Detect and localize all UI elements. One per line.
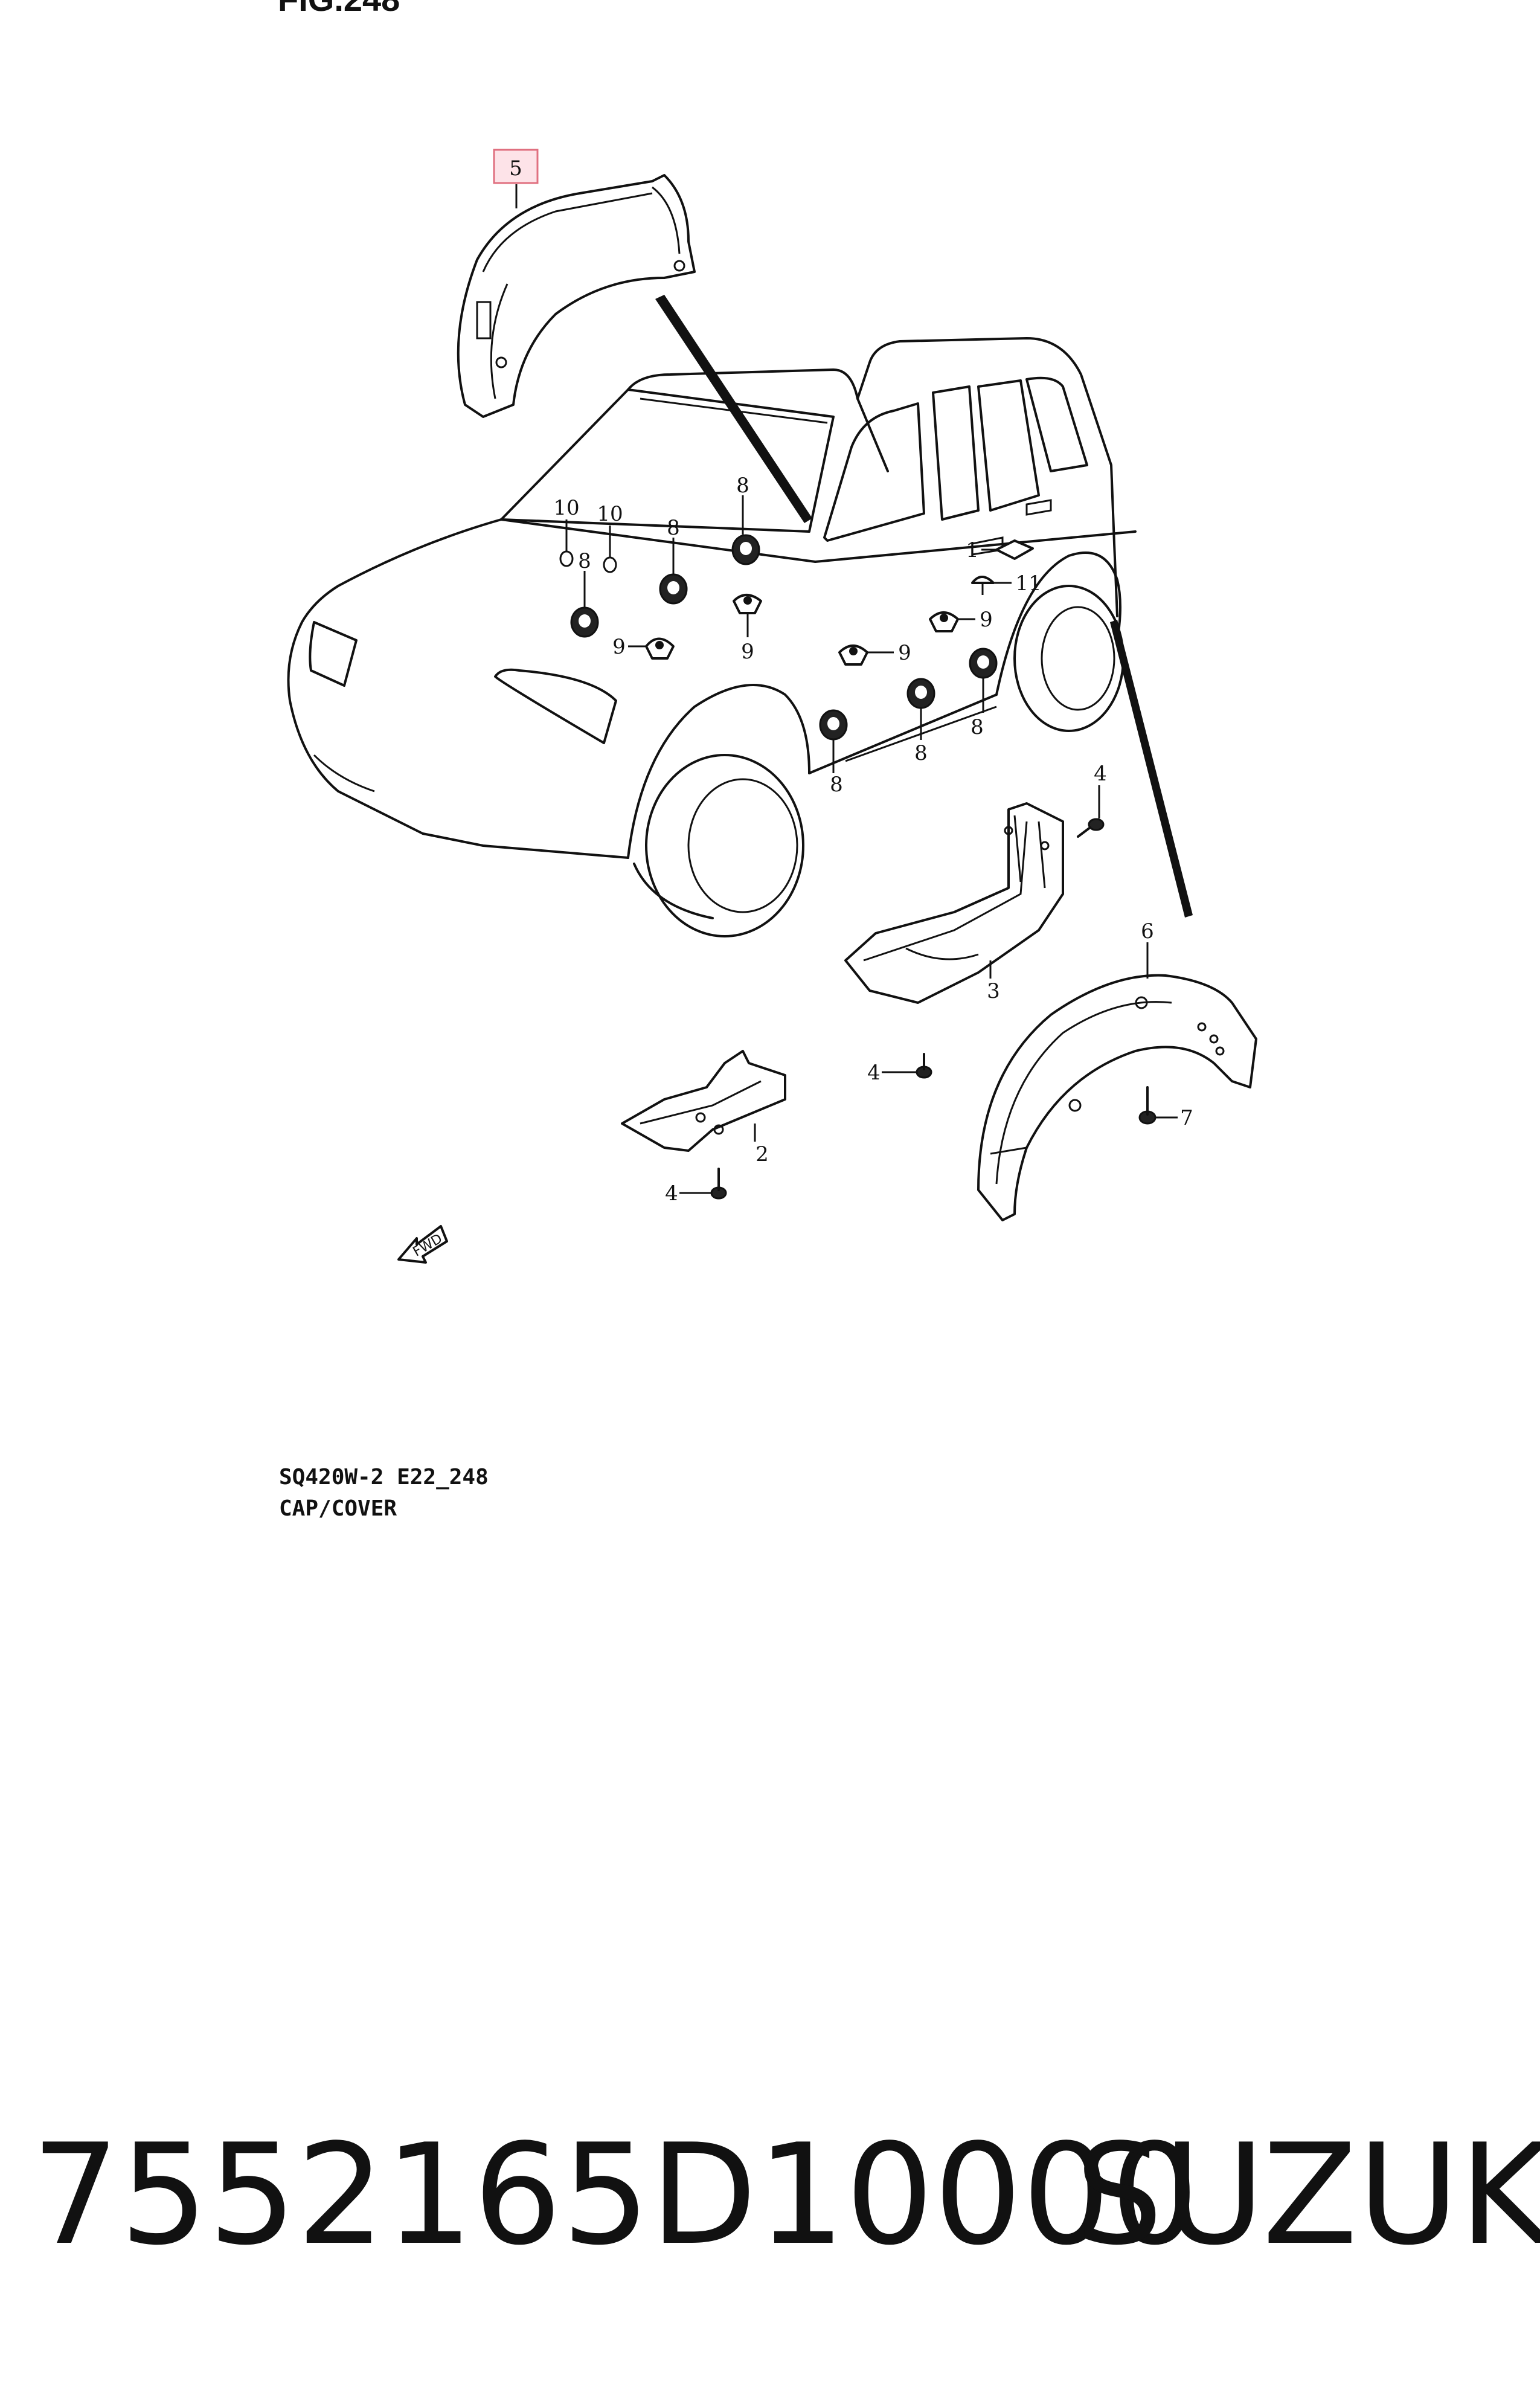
- callout-7: 7: [1180, 1106, 1193, 1130]
- diagram-category: CAP/COVER: [279, 1496, 397, 1521]
- part-5-front-fender-liner: [457, 174, 696, 418]
- callout-2: 2: [756, 1142, 769, 1166]
- grommet-8d: [969, 648, 998, 679]
- clip-9d: [929, 611, 959, 632]
- exploded-view: FWD: [287, 149, 1257, 1264]
- ring-10b: [603, 556, 617, 573]
- grommet-8f: [819, 709, 848, 741]
- callout-9a: 9: [612, 635, 626, 659]
- screw-4a: [1077, 818, 1105, 838]
- callout-4c: 4: [665, 1182, 678, 1206]
- footer-band: [0, 1993, 1540, 2392]
- clip-9b: [733, 594, 762, 614]
- callout-4b: 4: [867, 1061, 881, 1085]
- part-6-rear-fender-liner: [977, 974, 1257, 1221]
- brand-name: SUZUKI: [1075, 2115, 1540, 2276]
- figure-title: FIG.248: [278, 0, 400, 19]
- parts-diagram: FIG.248: [278, 0, 1257, 1521]
- callout-5: 5: [509, 156, 522, 181]
- grommet-8c: [570, 606, 599, 638]
- callout-leaders: [515, 184, 1178, 1194]
- callout-8a: 8: [736, 474, 749, 498]
- fasteners: [559, 534, 1157, 1200]
- callout-9c: 9: [898, 641, 911, 665]
- callout-11: 11: [1015, 571, 1041, 596]
- clip-9c: [838, 645, 868, 666]
- callout-labels: 5 8 8 8 10 10 9 9 9 9 8 8 8 1 11 4 4 4 7…: [493, 149, 1193, 1206]
- grommet-8b: [659, 573, 688, 605]
- screw-4c: [710, 1168, 727, 1200]
- callout-8d: 8: [971, 715, 984, 739]
- part-2-small-under-cover: [621, 1050, 786, 1152]
- callout-8f: 8: [830, 773, 843, 797]
- grommet-8e: [906, 678, 935, 709]
- callout-8b: 8: [667, 516, 680, 540]
- pin-11: [971, 576, 995, 595]
- diagram-code: SQ420W-2 E22_248: [279, 1465, 489, 1490]
- callout-9d: 9: [980, 608, 993, 632]
- callout-10b: 10: [597, 502, 623, 526]
- grommet-8a: [731, 534, 760, 565]
- callout-4a: 4: [1094, 762, 1107, 786]
- callout-8c: 8: [578, 549, 591, 573]
- ring-10a: [559, 550, 574, 567]
- part-number: 7552165D10000: [31, 2115, 1199, 2276]
- callout-9b: 9: [741, 640, 754, 664]
- part-3-under-cover: [844, 802, 1064, 1004]
- callout-3: 3: [987, 979, 1000, 1003]
- callout-6: 6: [1141, 919, 1154, 944]
- callout-10a: 10: [553, 496, 579, 520]
- callout-1: 1: [966, 538, 979, 562]
- highlight-box-part-5: [493, 149, 539, 184]
- callout-8e: 8: [914, 741, 928, 765]
- vehicle-outline: [287, 337, 1137, 937]
- clip-9a: [645, 637, 675, 660]
- fwd-arrow: FWD: [397, 1225, 448, 1264]
- screw-7: [1138, 1086, 1157, 1125]
- leader-lines: [655, 295, 1193, 918]
- screw-4b: [916, 1053, 932, 1079]
